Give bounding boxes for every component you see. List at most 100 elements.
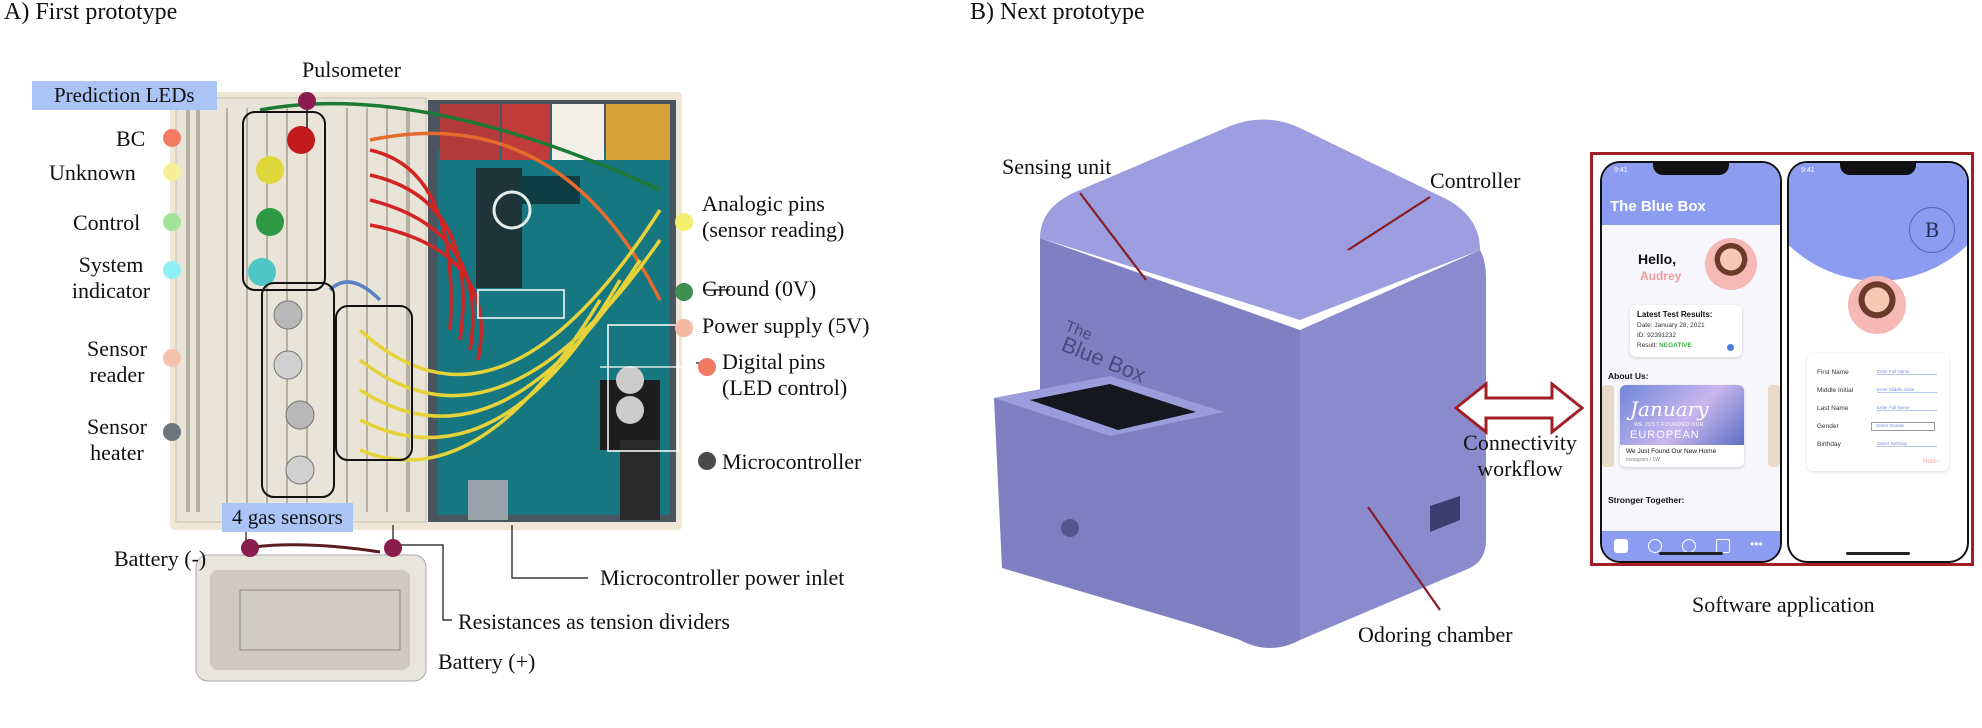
profile-avatar[interactable] (1851, 279, 1903, 331)
digital-pins-label: Digital pins (LED control) (722, 349, 848, 401)
bc-label: BC (116, 126, 146, 151)
blue-box-render: The Blue Box (994, 119, 1486, 648)
ground-label: Ground (0V) (702, 276, 817, 301)
middle-initial-input[interactable]: Enter Middle Initial (1877, 387, 1937, 393)
power-supply-label: Power supply (5V) (702, 313, 870, 338)
battery-pos-label: Battery (+) (438, 649, 536, 674)
gas-sensors-label: 4 gas sensors (222, 503, 353, 532)
phone-notch-2 (1840, 163, 1916, 175)
profile-form: First Name Enter Full Name Middle Initia… (1807, 353, 1949, 471)
power-dot (675, 319, 693, 337)
sensor-heater-label: Sensor heater (87, 414, 147, 466)
carousel-next-card[interactable] (1768, 385, 1780, 467)
first-name-input[interactable]: Enter Full Name (1877, 369, 1937, 375)
home-content: Hello, Audrey Latest Test Results: Date:… (1602, 225, 1780, 531)
folder-icon[interactable] (1716, 539, 1730, 553)
birthday-label: Birthday (1817, 441, 1841, 448)
news-subline: WE JUST FOUNDED OUR (1634, 422, 1704, 428)
pulsometer-dot (298, 92, 316, 110)
prediction-leds-label: Prediction LEDs (32, 81, 217, 110)
news-headline: January (1630, 397, 1709, 421)
battery-photo (195, 543, 427, 682)
next-button[interactable]: Next › (1922, 459, 1939, 465)
system-dot (163, 261, 181, 279)
breadboard-photo (170, 92, 682, 530)
status-time: 9:41 (1614, 167, 1628, 174)
heater-dot (163, 423, 181, 441)
gender-label: Gender (1817, 423, 1839, 430)
news-card[interactable]: January WE JUST FOUNDED OUR EUROPEAN We … (1620, 385, 1744, 467)
pulsometer-label: Pulsometer (302, 57, 401, 82)
news-caption: We Just Found Our New Home (1626, 448, 1717, 455)
resistances-label: Resistances as tension dividers (458, 609, 730, 634)
micro-power-inlet-label: Microcontroller power inlet (600, 565, 845, 590)
gender-select[interactable]: Select Gender (1871, 422, 1935, 431)
app-title: The Blue Box (1610, 198, 1706, 215)
micro-dot (698, 452, 716, 470)
news-meta: Instagram / 1W (1626, 457, 1660, 463)
middle-initial-label: Middle Initial (1817, 387, 1854, 394)
card-title: Latest Test Results: (1637, 310, 1713, 319)
system-indicator-label: System indicator (71, 252, 151, 304)
software-app-frame: 9:41 The Blue Box Hello, Audrey Latest T… (1590, 152, 1974, 566)
greeting: Hello, (1638, 251, 1677, 267)
microcontroller-label: Microcontroller (722, 449, 862, 474)
result-value: NEGATIVE (1659, 342, 1692, 349)
panel-b-title: B) Next prototype (970, 0, 1145, 25)
control-label: Control (73, 210, 141, 235)
result-date: Date: January 28, 2021 (1637, 322, 1705, 329)
ground-dot (675, 283, 693, 301)
app-logo: B (1909, 207, 1955, 253)
more-icon[interactable]: ••• (1750, 537, 1763, 551)
controller-label: Controller (1430, 168, 1521, 193)
profile-screen: 9:41 B First Name Enter Full Name Middle… (1789, 163, 1967, 561)
battery-neg-dot (241, 539, 259, 557)
panel-b-leaders (1079, 192, 1441, 611)
avatar[interactable] (1708, 241, 1754, 287)
about-heading: About Us: (1608, 371, 1649, 381)
sensing-unit-label: Sensing unit (1002, 154, 1112, 179)
stronger-heading: Stronger Together: (1608, 495, 1685, 505)
birthday-input[interactable]: Select Birthday (1877, 441, 1937, 447)
link-icon[interactable] (1682, 539, 1696, 553)
box-engraving-name: Blue Box (1058, 331, 1149, 387)
battery-pos-dot (384, 539, 402, 557)
odoring-chamber-label: Odoring chamber (1358, 622, 1513, 647)
last-name-label: Last Name (1817, 405, 1849, 412)
connectivity-arrow-icon (1453, 380, 1585, 436)
news-euro: EUROPEAN (1630, 429, 1700, 441)
first-name-label: First Name (1817, 369, 1849, 376)
bc-dot (163, 129, 181, 147)
result-line: Result: NEGATIVE (1637, 342, 1692, 349)
sensor-reader-label: Sensor reader (87, 336, 147, 388)
panel-a-dots (163, 92, 716, 557)
carousel-prev-card[interactable] (1602, 385, 1614, 467)
unknown-label: Unknown (49, 160, 136, 185)
home-screen: 9:41 The Blue Box Hello, Audrey Latest T… (1602, 163, 1780, 561)
phone-notch (1653, 163, 1729, 175)
home-indicator-2 (1846, 552, 1910, 555)
analog-dot (675, 213, 693, 231)
home-indicator (1659, 552, 1723, 555)
panel-a-leaders (245, 101, 730, 621)
info-icon[interactable] (1727, 344, 1734, 351)
battery-neg-label: Battery (-) (114, 546, 207, 571)
home-icon[interactable] (1614, 539, 1628, 553)
news-image (1620, 385, 1744, 445)
unknown-dot (163, 163, 181, 181)
panel-a-title: A) First prototype (4, 0, 178, 25)
reader-dot (163, 349, 181, 367)
analogic-pins-label: Analogic pins (sensor reading) (702, 191, 845, 243)
control-dot (163, 213, 181, 231)
box-engraving-the: The (1063, 318, 1095, 344)
tab-bar: ••• (1602, 531, 1780, 561)
profile-icon[interactable] (1648, 539, 1662, 553)
status-time-2: 9:41 (1801, 167, 1815, 174)
result-id: ID: 92391232 (1637, 332, 1677, 339)
software-application-label: Software application (1692, 592, 1875, 617)
latest-results-card[interactable]: Latest Test Results: Date: January 28, 2… (1630, 305, 1742, 357)
user-name: Audrey (1640, 269, 1682, 283)
digital-dot (698, 358, 716, 376)
connectivity-workflow-label: Connectivity workflow (1463, 430, 1577, 482)
last-name-input[interactable]: Enter Full Name (1877, 405, 1937, 411)
